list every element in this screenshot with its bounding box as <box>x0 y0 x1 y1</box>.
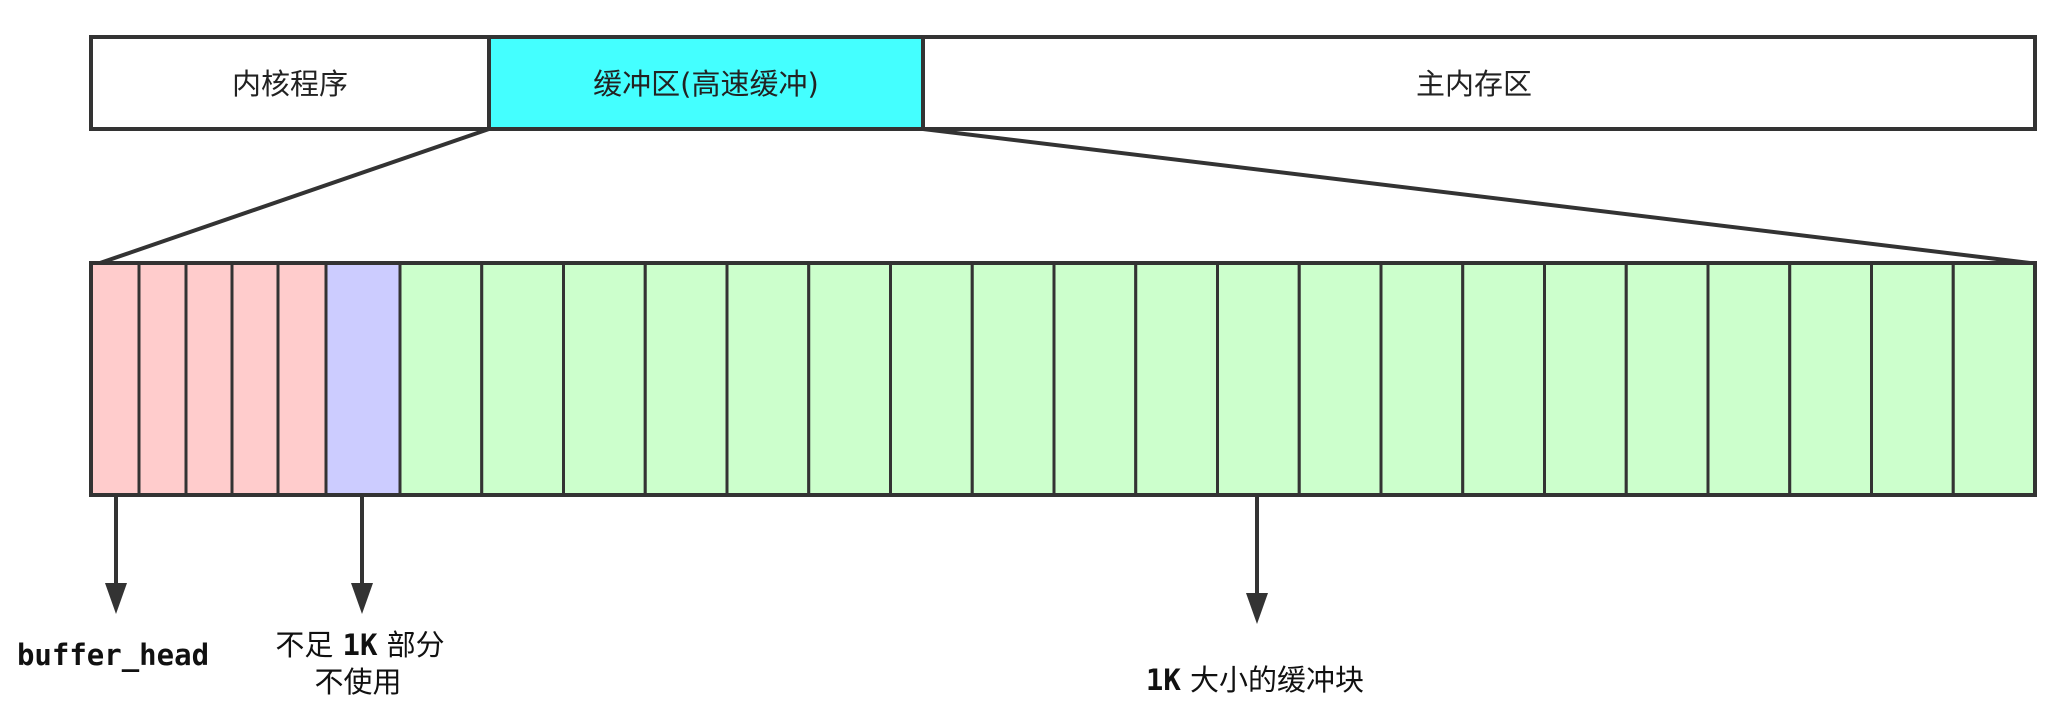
zoom-line-right <box>922 127 2031 265</box>
buffer-block-cell <box>1461 261 1546 497</box>
buffer-block-label: 1K 大小的缓冲块 <box>1146 663 1364 697</box>
buffer-block-cell <box>1624 261 1710 497</box>
unused-part-label-post: 部分 <box>377 628 444 662</box>
main-memory-label: 主内存区 <box>1416 67 1532 101</box>
buffer-block-cell <box>1870 261 1955 497</box>
buffer-block-cell <box>1216 261 1301 497</box>
memory-layout-bar: 内核程序 缓冲区(高速缓冲) 主内存区 <box>89 35 2037 131</box>
main-memory-segment <box>921 35 2037 131</box>
kernel-program-segment <box>89 35 491 131</box>
buffer-block-cell <box>398 261 484 497</box>
buffer-cache-segment <box>487 35 925 131</box>
buffer-head-cell <box>230 261 280 497</box>
buffer-head-cell <box>89 261 141 497</box>
buffer-cache-label: 缓冲区(高速缓冲) <box>593 67 819 101</box>
unused-part-arrow <box>351 495 373 614</box>
buffer-block-cell <box>725 261 811 497</box>
buffer-block-cell <box>970 261 1056 497</box>
unused-part-label-size: 1K <box>343 628 378 662</box>
zoom-line-left <box>99 127 490 265</box>
buffer-block-cell <box>1543 261 1628 497</box>
buffer-block-cell <box>562 261 647 497</box>
unused-part-label-pre: 不足 <box>275 628 342 662</box>
buffer-block-cell <box>1379 261 1465 497</box>
buffer-head-arrow <box>105 495 127 614</box>
buffer-block-cell <box>1134 261 1219 497</box>
buffer-head-cell <box>276 261 328 497</box>
buffer-block-label-text: 大小的缓冲块 <box>1181 663 1364 697</box>
buffer-block-cell <box>889 261 974 497</box>
buffer-block-arrow <box>1246 495 1268 624</box>
buffer-head-cell <box>137 261 188 497</box>
buffer-block-cell <box>1706 261 1792 497</box>
buffer-block-cell <box>1951 261 2037 497</box>
buffer-head-label: buffer_head <box>17 638 209 672</box>
unused-part-label-line1: 不足 1K 部分 <box>275 628 444 662</box>
zoom-lines <box>99 127 2031 265</box>
buffer-block-cell <box>1788 261 1873 497</box>
buffer-detail-bar <box>89 261 2037 497</box>
buffer-block-cell <box>807 261 892 497</box>
buffer-block-cell <box>1297 261 1383 497</box>
buffer-block-label-size: 1K <box>1146 663 1181 697</box>
buffer-block-cell <box>480 261 565 497</box>
kernel-program-label: 内核程序 <box>232 67 348 101</box>
arrows <box>105 495 1268 624</box>
unused-part-cell <box>324 261 402 497</box>
buffer-block-cell <box>643 261 729 497</box>
buffer-block-cell <box>1052 261 1138 497</box>
unused-part-label-line2: 不使用 <box>314 665 401 699</box>
buffer-head-cell <box>184 261 234 497</box>
buffer-detail-outline <box>89 261 2037 497</box>
